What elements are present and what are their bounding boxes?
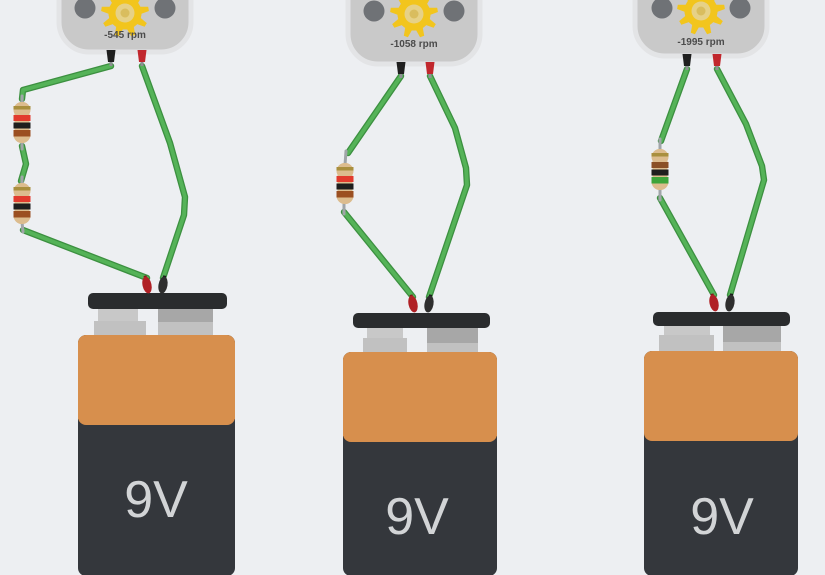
screw-icon — [363, 0, 385, 22]
resistor-band-2 — [13, 203, 31, 210]
battery[interactable]: 9V — [343, 313, 497, 575]
wire-motor-neg-to-resistor1[interactable] — [20, 64, 113, 101]
motor-terminal-positive[interactable] — [712, 54, 722, 70]
battery-label: 9V — [124, 471, 188, 529]
battery-top-cap — [353, 313, 490, 328]
resistor-1[interactable] — [651, 137, 669, 202]
resistor-band-1 — [651, 162, 669, 168]
wire-motor-pos-to-battery-neg[interactable] — [140, 64, 187, 280]
battery-label: 9V — [385, 488, 449, 546]
resistor-1[interactable] — [336, 149, 354, 216]
battery-body-top-fill — [78, 375, 235, 419]
motor-terminal-negative[interactable] — [396, 62, 406, 78]
dc-motor[interactable]: -1058 rpm — [345, 0, 483, 78]
battery-terminal-post-small — [367, 327, 403, 338]
resistor-band-tolerance — [651, 153, 669, 157]
motor-terminal-positive[interactable] — [425, 62, 435, 78]
gear-icon — [677, 0, 725, 35]
motor-rpm-label: -545 rpm — [104, 30, 146, 41]
dc-motor[interactable]: -1995 rpm — [632, 0, 770, 70]
circuit-3: 9V — [632, 0, 798, 575]
resistor-band-2 — [336, 183, 354, 190]
screw-icon — [651, 0, 673, 19]
wire-resistor2-to-battery-pos[interactable] — [21, 228, 149, 280]
resistor-band-3 — [13, 130, 31, 137]
wire-motor-pos-to-battery-neg[interactable] — [715, 67, 766, 297]
battery[interactable]: 9V — [78, 293, 235, 575]
screw-icon — [74, 0, 96, 19]
battery-snap-cap-black[interactable] — [724, 293, 736, 312]
motor-terminal-negative[interactable] — [682, 54, 692, 70]
wire-motor-neg-to-resistor[interactable] — [659, 67, 689, 143]
circuit-2: 9V — [336, 0, 497, 575]
motor-terminal-positive[interactable] — [137, 50, 147, 66]
circuit-1: 9V — [13, 0, 235, 575]
screw-icon — [154, 0, 176, 19]
resistor-band-2 — [651, 169, 669, 176]
battery-terminal-post-large — [158, 309, 213, 322]
resistor-band-3 — [651, 177, 669, 184]
wires — [17, 62, 189, 282]
battery-terminal-post-small-base — [94, 321, 146, 335]
screw-icon — [443, 0, 465, 22]
battery-terminal-post-large-base — [723, 342, 781, 351]
battery-terminal-post-large — [427, 326, 478, 343]
dc-motor[interactable]: -545 rpm — [56, 0, 194, 66]
resistor-band-1 — [13, 196, 31, 202]
screw-icon — [729, 0, 751, 19]
resistor-band-tolerance — [13, 187, 31, 191]
wire-resistor-to-battery-pos[interactable] — [342, 210, 415, 299]
resistor-band-2 — [13, 122, 31, 129]
motor-terminal-negative[interactable] — [106, 50, 116, 66]
gear-icon — [390, 0, 438, 38]
gear-icon — [101, 0, 149, 37]
resistor-band-1 — [336, 176, 354, 182]
wires — [656, 65, 768, 299]
resistor-band-tolerance — [336, 167, 354, 171]
battery-snap-cap-black[interactable] — [423, 294, 435, 313]
battery-terminal-post-large — [723, 323, 781, 342]
battery-snap-cap-red[interactable] — [141, 275, 154, 294]
wire-resistor1-to-resistor2[interactable] — [19, 144, 28, 183]
wire-motor-pos-to-battery-neg[interactable] — [427, 74, 469, 299]
resistor-band-3 — [13, 211, 31, 218]
battery-terminal-post-large-base — [427, 343, 478, 352]
motor-rpm-label: -1058 rpm — [390, 39, 437, 50]
wires — [340, 72, 471, 301]
resistor-band-3 — [336, 191, 354, 198]
wire-resistor-to-battery-pos[interactable] — [658, 196, 716, 297]
battery-terminal-post-small-base — [659, 335, 714, 351]
motor-rpm-label: -1995 rpm — [677, 37, 724, 48]
battery-body-top-fill — [644, 389, 798, 433]
battery-snap-cap-black[interactable] — [157, 275, 169, 294]
battery-terminal-post-small-base — [363, 338, 407, 352]
battery-body-top-fill — [343, 392, 497, 436]
battery-top-cap — [653, 312, 790, 326]
battery-label: 9V — [690, 488, 754, 546]
battery-terminal-post-small — [98, 309, 138, 321]
resistor-1[interactable] — [13, 94, 31, 151]
battery[interactable]: 9V — [644, 312, 798, 575]
resistor-band-1 — [13, 115, 31, 121]
battery-terminal-post-large-base — [158, 322, 213, 335]
resistor-band-tolerance — [13, 106, 31, 110]
wire-motor-neg-to-resistor[interactable] — [346, 74, 403, 155]
battery-top-cap — [88, 293, 227, 309]
resistor-2[interactable] — [13, 175, 31, 234]
battery-snap-cap-red[interactable] — [708, 293, 721, 312]
battery-snap-cap-red[interactable] — [407, 294, 420, 313]
